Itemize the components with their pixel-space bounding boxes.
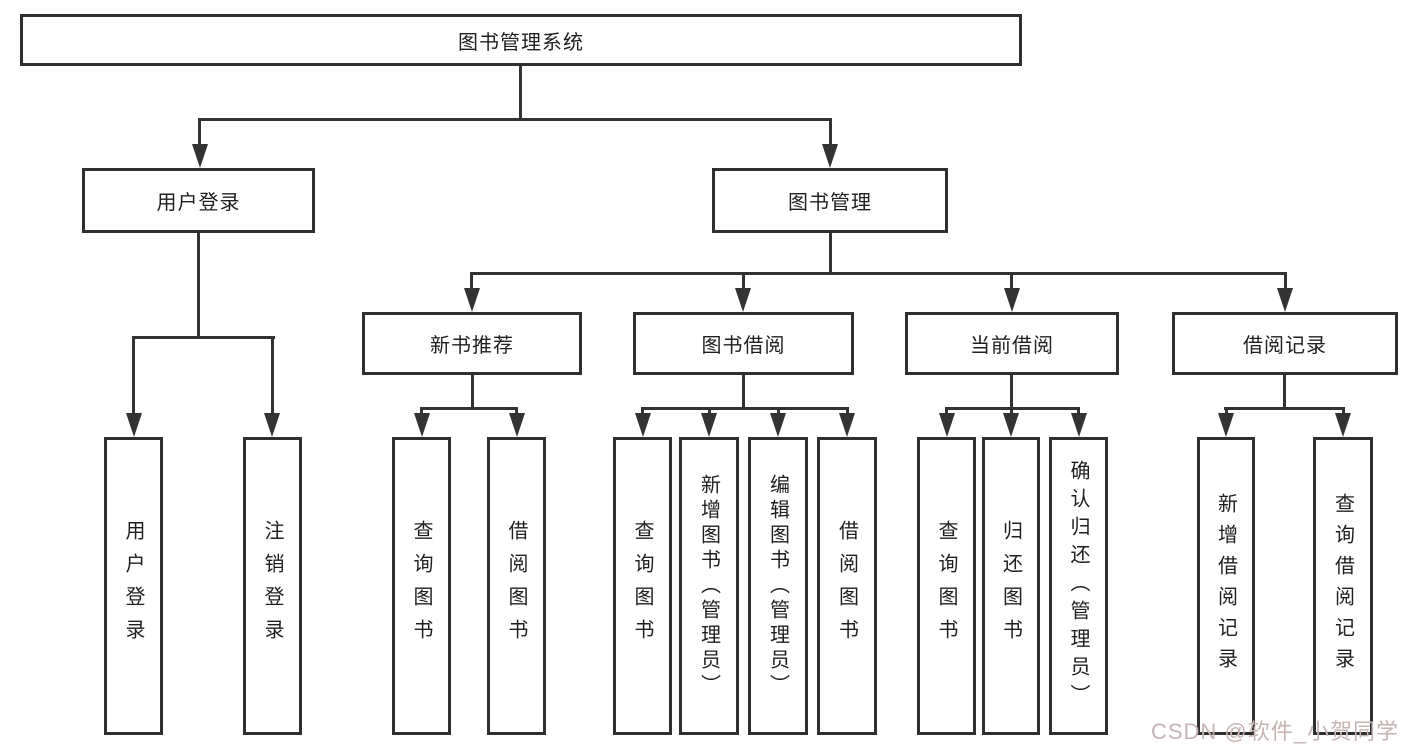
node-label: 新增借阅记录 (1214, 493, 1237, 679)
node-borrow-records: 借阅记录 (1172, 312, 1398, 375)
node-label: 查询图书 (410, 520, 432, 652)
connector-line (1225, 407, 1228, 418)
connector-line (1077, 407, 1080, 418)
node-leaf-confirm-return-admin: 确认归还（管理员） (1049, 437, 1108, 735)
node-label: 确认归还（管理员） (1067, 460, 1089, 712)
connector-line (132, 336, 135, 416)
arrowhead-icon (126, 413, 142, 437)
connector-line (470, 272, 473, 292)
arrowhead-icon (839, 413, 855, 437)
node-leaf-user-login: 用户登录 (104, 437, 163, 735)
connector-line (1284, 272, 1287, 292)
node-leaf-query-book: 查询图书 (613, 437, 672, 735)
connector-line (1010, 407, 1013, 418)
arrowhead-icon (1335, 413, 1351, 437)
connector-line (945, 407, 948, 418)
arrowhead-icon (822, 144, 838, 168)
connector-line (471, 375, 474, 408)
arrowhead-icon (735, 288, 751, 312)
node-user-login: 用户登录 (82, 168, 315, 233)
node-leaf-logout: 注销登录 (243, 437, 302, 735)
connector-line (197, 233, 200, 336)
node-new-book-recommend: 新书推荐 (362, 312, 582, 375)
node-leaf-edit-book-admin: 编辑图书（管理员） (748, 437, 808, 735)
connector-line (132, 336, 275, 339)
connector-line (641, 407, 849, 410)
node-label: 图书管理 (788, 192, 872, 214)
connector-line (198, 118, 832, 121)
node-label: 注销登录 (261, 520, 283, 652)
node-label: 借阅图书 (835, 520, 858, 652)
node-label: 编辑图书（管理员） (766, 473, 789, 699)
node-label: 当前借阅 (970, 335, 1054, 357)
connector-line (708, 407, 711, 418)
arrowhead-icon (635, 413, 651, 437)
connector-line (198, 118, 201, 147)
arrowhead-icon (770, 413, 786, 437)
arrowhead-icon (939, 413, 955, 437)
node-label: 查询图书 (631, 520, 653, 652)
arrowhead-icon (464, 288, 480, 312)
node-leaf-query-book: 查询图书 (917, 437, 976, 735)
connector-line (515, 407, 518, 418)
connector-line (829, 118, 832, 147)
connector-line (1283, 375, 1286, 408)
node-leaf-return-book: 归还图书 (982, 437, 1040, 735)
connector-line (1010, 272, 1013, 292)
connector-line (846, 407, 849, 418)
node-label: 用户登录 (122, 520, 144, 652)
node-label: 查询借阅记录 (1331, 493, 1354, 679)
node-book-management: 图书管理 (712, 168, 948, 233)
connector-line (1342, 407, 1345, 418)
connector-line (470, 272, 1286, 275)
connector-line (420, 407, 518, 410)
connector-line (742, 375, 745, 408)
node-book-borrow: 图书借阅 (633, 312, 854, 375)
arrowhead-icon (1071, 413, 1087, 437)
node-leaf-borrow-book: 借阅图书 (817, 437, 877, 735)
connector-line (1224, 407, 1345, 410)
connector-line (519, 66, 522, 118)
node-leaf-borrow-book: 借阅图书 (487, 437, 546, 735)
arrowhead-icon (192, 144, 208, 168)
node-label: 图书借阅 (701, 335, 786, 357)
node-root-library-system: 图书管理系统 (20, 14, 1022, 66)
csdn-watermark: CSDN @软件_小贺同学 (1150, 719, 1399, 744)
connector-line (420, 407, 423, 418)
connector-line (829, 233, 832, 272)
node-leaf-add-borrow-record: 新增借阅记录 (1197, 437, 1255, 735)
connector-line (742, 272, 745, 292)
node-leaf-query-book: 查询图书 (392, 437, 451, 735)
arrowhead-icon (1003, 413, 1019, 437)
connector-line (641, 407, 644, 418)
arrowhead-icon (1277, 288, 1293, 312)
connector-line (777, 407, 780, 418)
node-label: 查询图书 (935, 520, 957, 652)
node-label: 借阅图书 (505, 520, 527, 652)
node-current-borrow: 当前借阅 (905, 312, 1119, 375)
arrowhead-icon (701, 413, 717, 437)
node-label: 新书推荐 (430, 335, 514, 357)
arrowhead-icon (509, 413, 525, 437)
connector-line (271, 336, 274, 416)
node-label: 归还图书 (999, 520, 1022, 652)
node-leaf-query-borrow-record: 查询借阅记录 (1313, 437, 1373, 735)
arrowhead-icon (1004, 288, 1020, 312)
connector-line (1010, 375, 1013, 408)
node-label: 新增图书（管理员） (697, 473, 720, 699)
node-label: 用户登录 (156, 192, 241, 214)
node-leaf-add-book-admin: 新增图书（管理员） (679, 437, 739, 735)
arrowhead-icon (414, 413, 430, 437)
arrowhead-icon (1218, 413, 1234, 437)
node-label: 借阅记录 (1243, 335, 1327, 357)
node-label: 图书管理系统 (458, 31, 584, 54)
arrowhead-icon (264, 413, 280, 437)
